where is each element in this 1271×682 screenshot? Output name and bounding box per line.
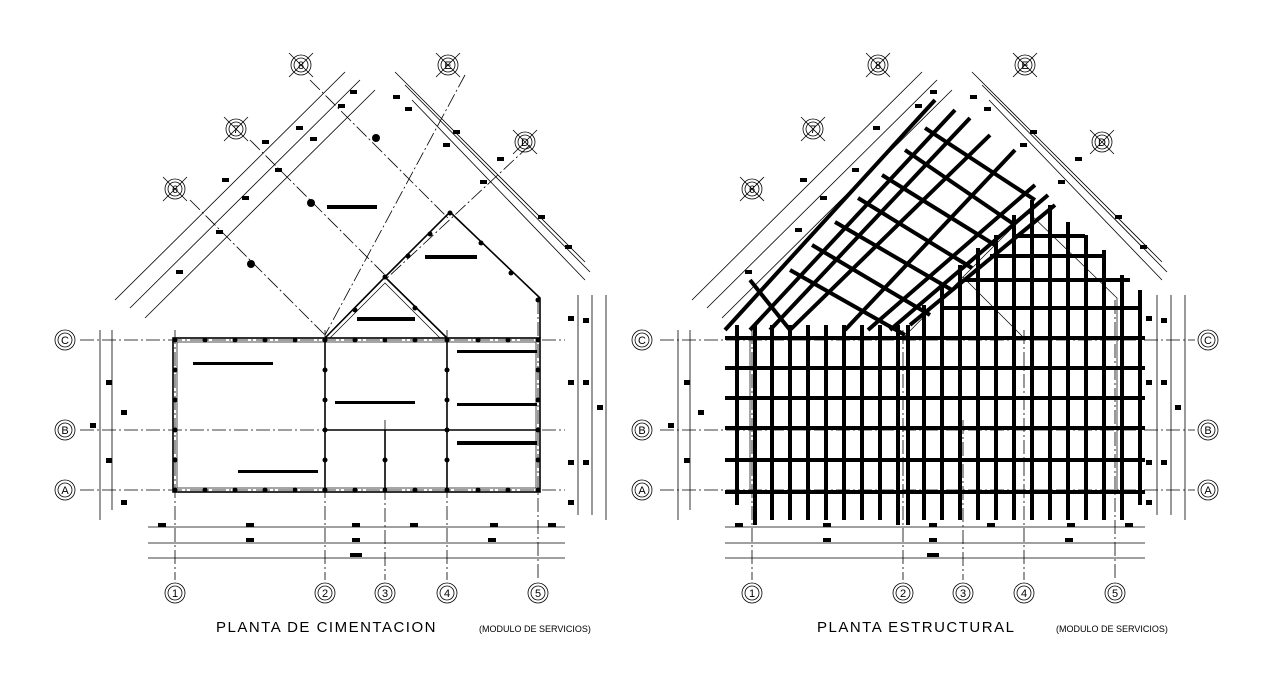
axis-label: C [638,335,646,347]
row-axis-bubbles: C B A C B A [54,329,653,501]
axis-label: 1 [172,588,178,600]
axis-bubble-row-b: B [54,419,76,441]
column-pads [172,134,541,493]
axis-label: 1 [749,588,755,600]
row-axis-bubbles: C B A [1197,329,1219,501]
axis-bubble-row-b-right: B [631,419,653,441]
axis-label: B [61,425,68,437]
axis-label: 3 [960,588,966,600]
structural-plan: C B A 1 2 3 [660,52,1219,636]
plan-subtitle: (MODULO DE SERVICIOS) [479,624,591,634]
axis-label: B [638,425,645,437]
col-axis-bubbles: 1 2 3 4 5 [164,582,549,604]
axis-label: 2 [900,588,906,600]
axis-bubble-diag-d: D [1089,129,1115,155]
axis-label: 5 [1112,588,1118,600]
foundation-plan: C B A C B A [54,52,653,636]
axis-label: 5 [535,588,541,600]
side-dimensions [99,295,607,520]
axis-label: 3 [382,588,388,600]
axis-label: E [444,60,451,72]
diagonal-axis-bubbles: 6 7 8 E D [739,52,1115,202]
axis-label: 8 [875,60,881,72]
diagonal-dimensions [691,71,1168,319]
axis-bubble-row-a-right: A [631,479,653,501]
annotation-blocks [90,90,603,557]
axis-label: 6 [749,184,755,196]
axis-bubble-diag-8: 8 [865,52,891,78]
axis-label: 4 [444,588,450,600]
diagonal-dimensions-left [114,71,591,319]
axis-bubble-diag-7: 7 [800,116,826,142]
axis-bubble-diag-d: D [512,129,538,155]
col-axis-lines [751,300,1116,580]
axis-label: C [61,335,69,347]
axis-label: 8 [298,60,304,72]
axis-bubble-col-1: 1 [164,582,186,604]
axis-bubble-col-4: 4 [1013,582,1035,604]
axis-bubble-row-c-right: C [1197,329,1219,351]
diagonal-rafters [723,98,1057,337]
axis-bubble-diag-8: 8 [288,52,314,78]
axis-bubble-diag-6: 6 [162,176,188,202]
axis-label: 2 [322,588,328,600]
axis-bubble-diag-7: 7 [223,116,249,142]
plan-title: PLANTA DE CIMENTACION [216,619,437,636]
axis-bubble-diag-6: 6 [739,176,765,202]
axis-label: 7 [233,124,239,136]
axis-label: D [1098,137,1106,149]
axis-label: A [61,485,69,497]
col-axis-bubbles: 1 2 3 4 5 [741,582,1126,604]
axis-bubble-row-c: C [54,329,76,351]
axis-bubble-col-3: 3 [952,582,974,604]
axis-bubble-diag-e: E [435,52,461,78]
axis-bubble-col-1: 1 [741,582,763,604]
axis-bubble-row-c-right: C [631,329,653,351]
axis-bubble-col-2: 2 [892,582,914,604]
axis-bubble-col-4: 4 [436,582,458,604]
axis-bubble-col-5: 5 [1104,582,1126,604]
axis-label: 7 [810,124,816,136]
row-axis-lines [80,339,565,491]
side-dimensions [677,295,1186,520]
axis-label: B [1204,425,1211,437]
axis-bubble-col-2: 2 [314,582,336,604]
annotation-blocks [668,90,1181,557]
axis-bubble-row-a-right: A [1197,479,1219,501]
axis-bubble-row-a: A [54,479,76,501]
horizontal-joists [725,234,1145,494]
plan-subtitle: (MODULO DE SERVICIOS) [1056,624,1168,634]
axis-label: 6 [172,184,178,196]
axis-bubble-col-3: 3 [374,582,396,604]
diagonal-axis-bubbles: 6 7 8 E D [162,52,538,202]
plan-title: PLANTA ESTRUCTURAL [817,619,1015,636]
axis-bubble-diag-e: E [1012,52,1038,78]
axis-bubble-row-b-right: B [1197,419,1219,441]
axis-label: C [1204,335,1212,347]
axis-label: 4 [1021,588,1027,600]
axis-label: D [521,137,529,149]
axis-bubble-col-5: 5 [527,582,549,604]
axis-label: A [1204,485,1212,497]
axis-label: A [638,485,646,497]
axis-label: E [1021,60,1028,72]
